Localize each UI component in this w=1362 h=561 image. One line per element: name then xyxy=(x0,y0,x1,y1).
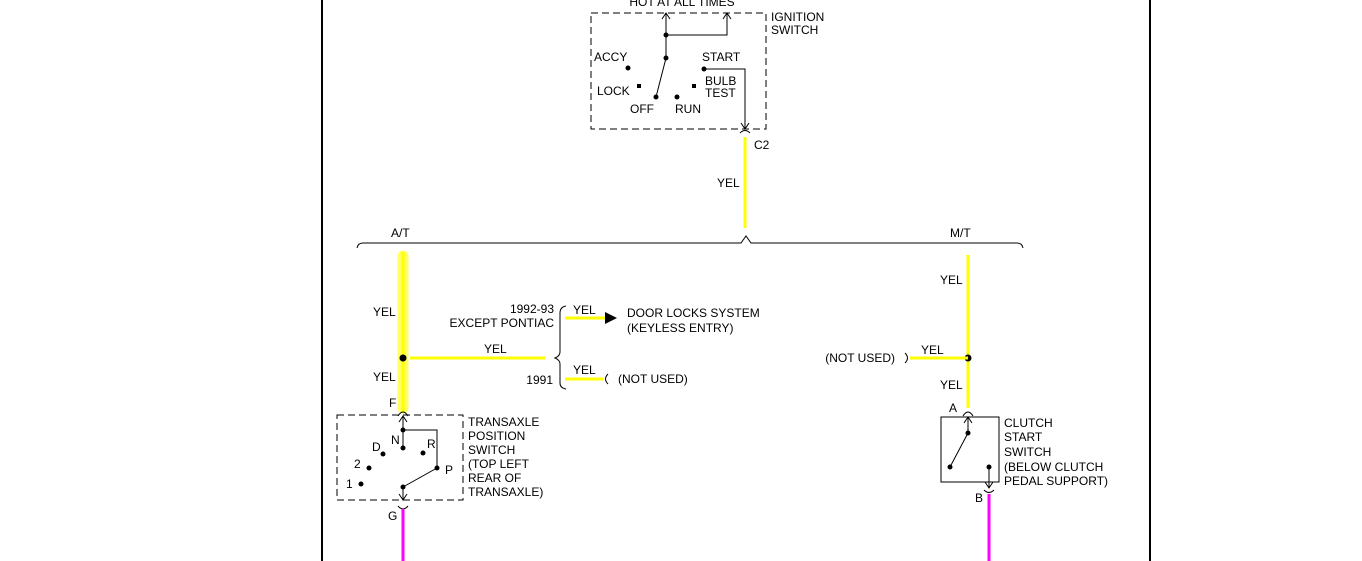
clutch-label: PEDAL SUPPORT) xyxy=(1004,474,1108,488)
transaxle-label: TRANSAXLE xyxy=(468,415,539,429)
bulb-test-contact xyxy=(692,84,696,88)
off-label: OFF xyxy=(630,102,654,116)
accy-contact xyxy=(625,65,631,71)
accy-label: ACCY xyxy=(594,50,627,64)
option-year-label: 1991 xyxy=(526,373,553,387)
ignition-switch: HOT AT ALL TIMES IGNITION SWITCH ACCY LO… xyxy=(590,0,824,152)
pin-f-label: F xyxy=(389,396,396,410)
not-used-label: (NOT USED) xyxy=(825,351,895,365)
wire-label: YEL xyxy=(921,343,944,357)
lock-label: LOCK xyxy=(597,84,630,98)
transaxle-label: (TOP LEFT xyxy=(468,457,530,471)
n-label: N xyxy=(391,433,400,447)
door-locks-label: (KEYLESS ENTRY) xyxy=(627,321,733,335)
ignition-switch-box xyxy=(590,12,767,130)
clutch-label: SWITCH xyxy=(1004,445,1051,459)
p-label: P xyxy=(445,463,453,477)
test-label: TEST xyxy=(705,86,736,100)
lock-contact xyxy=(637,84,641,88)
switch-blade xyxy=(655,57,667,98)
clutch-label: CLUTCH xyxy=(1004,416,1053,430)
splice-node xyxy=(399,354,407,362)
c2-connector-label: C2 xyxy=(754,138,770,152)
wire-label: YEL xyxy=(940,378,963,392)
door-locks-label: DOOR LOCKS SYSTEM xyxy=(627,306,760,320)
wire-label: YEL xyxy=(484,342,507,356)
transaxle-label: POSITION xyxy=(468,429,525,443)
wire-label: YEL xyxy=(573,303,596,317)
clutch-label: START xyxy=(1004,430,1043,444)
run-label: RUN xyxy=(675,102,701,116)
wire-label: YEL xyxy=(373,370,396,384)
mt-label: M/T xyxy=(950,226,971,240)
run-contact xyxy=(674,94,680,100)
wire-label: YEL xyxy=(940,273,963,287)
arrow-icon xyxy=(605,312,617,324)
transaxle-position-switch: F N D R 2 1 P G TRANSAXLE POSITION SWITC… xyxy=(336,396,543,523)
wire-label: YEL xyxy=(717,176,740,190)
ignition-switch-label: SWITCH xyxy=(771,23,818,37)
two-label: 2 xyxy=(354,457,361,471)
off-contact xyxy=(653,94,659,100)
bulb-label: BULB xyxy=(705,74,736,88)
wire-label: YEL xyxy=(373,305,396,319)
transaxle-label: REAR OF xyxy=(468,471,521,485)
option-year-label: EXCEPT PONTIAC xyxy=(450,316,555,330)
transaxle-label: SWITCH xyxy=(468,443,515,457)
year-brace xyxy=(553,305,567,390)
clutch-label: (BELOW CLUTCH xyxy=(1004,460,1103,474)
option-brace xyxy=(356,235,1024,249)
pin-g-label: G xyxy=(388,509,397,523)
not-used-label: (NOT USED) xyxy=(618,372,688,386)
r-label: R xyxy=(427,437,436,451)
at-label: A/T xyxy=(391,226,410,240)
clutch-start-switch: A B CLUTCH START SWITCH (BELOW CLUTCH PE… xyxy=(940,401,1108,505)
start-label: START xyxy=(702,50,741,64)
pin-b-label: B xyxy=(975,491,983,505)
transaxle-label: TRANSAXLE) xyxy=(468,485,543,499)
d-label: D xyxy=(372,440,381,454)
hot-at-all-times-label: HOT AT ALL TIMES xyxy=(629,0,734,9)
wire-label: YEL xyxy=(573,363,596,377)
pin-a-label: A xyxy=(949,401,957,415)
one-label: 1 xyxy=(346,477,353,491)
ignition-switch-label: IGNITION xyxy=(771,10,824,24)
option-year-label: 1992-93 xyxy=(510,302,554,316)
